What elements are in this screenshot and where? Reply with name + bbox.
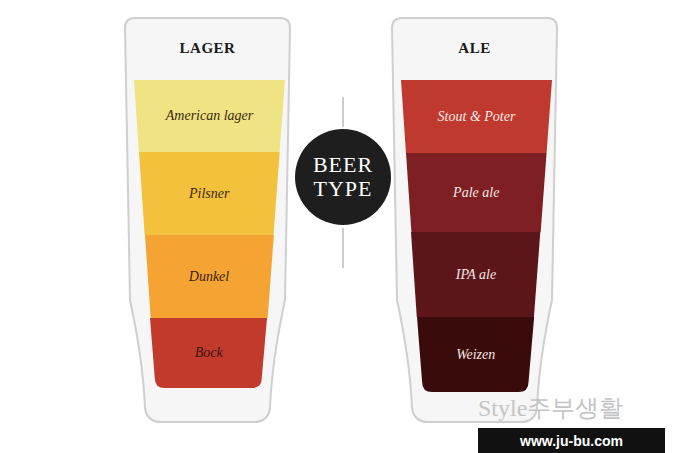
beer-style-label: IPA ale <box>456 267 496 283</box>
beer-style-label: Bock <box>195 345 223 361</box>
band-shape <box>145 235 274 318</box>
circle-shape <box>295 129 391 225</box>
title-circle: BEER TYPE <box>295 129 391 225</box>
beer-band: Weizen <box>417 317 534 392</box>
website-url: www.ju-bu.com <box>520 433 623 449</box>
band-shape <box>411 232 540 317</box>
beer-glass: LAGER American lagerPilsnerDunkelBock <box>120 14 295 426</box>
band-shape <box>134 80 285 152</box>
url-bar: www.ju-bu.com <box>478 428 665 453</box>
beer-band: Pale ale <box>406 153 547 232</box>
band-shape <box>417 317 534 392</box>
beer-style-label: Weizen <box>456 347 495 363</box>
beer-style-label: Stout & Poter <box>438 109 516 125</box>
watermark: Style주부생활 <box>478 392 623 424</box>
glass-title: ALE <box>387 40 562 57</box>
divider-line <box>343 97 344 127</box>
beer-band: Dunkel <box>145 235 274 318</box>
beer-style-label: Dunkel <box>189 269 229 285</box>
beer-style-label: American lager <box>166 108 253 124</box>
beer-band: Pilsner <box>139 152 280 235</box>
glass-outline <box>125 18 290 422</box>
beer-band: Bock <box>150 318 267 388</box>
band-shape <box>139 152 280 235</box>
glass-title: LAGER <box>120 40 295 57</box>
band-shape <box>401 80 552 153</box>
beer-style-label: Pilsner <box>189 186 229 202</box>
diagram-title: BEER TYPE <box>310 153 376 201</box>
beer-band: American lager <box>134 80 285 152</box>
beer-glass: ALE Stout & PoterPale aleIPA aleWeizen <box>387 14 562 426</box>
beer-style-label: Pale ale <box>453 185 499 201</box>
beer-band: Stout & Poter <box>401 80 552 153</box>
glass-outline <box>392 18 557 422</box>
beer-band: IPA ale <box>411 232 540 317</box>
band-shape <box>406 153 547 232</box>
divider-line <box>343 228 344 268</box>
band-shape <box>150 318 267 388</box>
